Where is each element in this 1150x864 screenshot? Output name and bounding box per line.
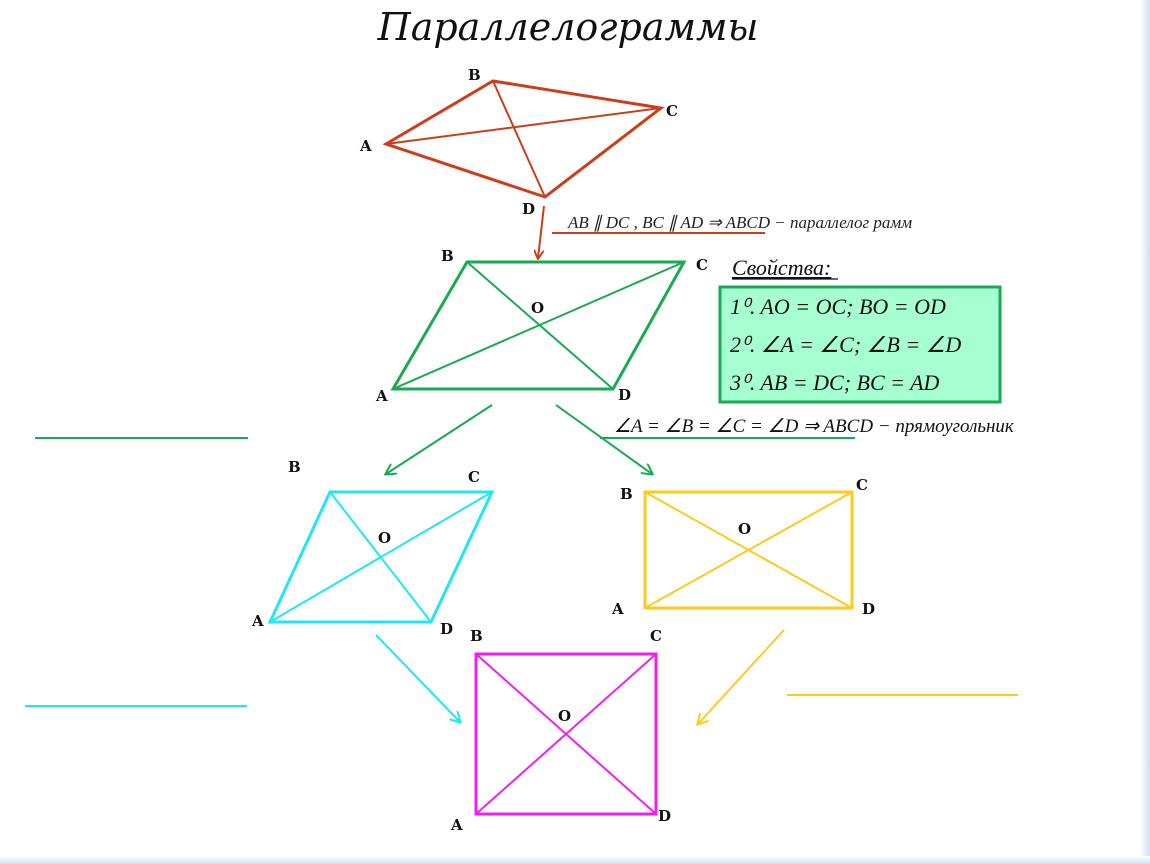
rhombus-diagonal-bd	[329, 491, 432, 623]
property-3: 3⁰. AB = DC; BC = AD	[729, 370, 940, 395]
square-label-c: C	[650, 627, 662, 645]
rhombus-label-a: A	[251, 612, 264, 630]
parallelogram-label-d: D	[618, 386, 631, 404]
parallelogram-figure: A B C D O	[375, 247, 708, 405]
properties-panel: Свойства: 1⁰. AO = OC; BO = OD 2⁰. ∠A = …	[718, 255, 1002, 404]
parallelogram-label-o: O	[531, 299, 544, 317]
rhombus-figure: A B C D O	[251, 458, 495, 638]
properties-title: Свойства:	[732, 255, 831, 280]
rhombus-label-b: B	[288, 458, 301, 476]
square-figure: A B C D O	[450, 627, 671, 834]
parallelogram-label-b: B	[441, 247, 454, 265]
rectangle-label-a: A	[611, 600, 624, 618]
rectangle-label-d: D	[862, 600, 875, 618]
quad-label-b: B	[468, 66, 481, 84]
arrow-parallelogram-to-rhombus	[386, 404, 493, 474]
arrow-rhombus-to-square	[375, 634, 460, 722]
quadrilateral-diagonal-bd	[492, 80, 546, 198]
rhombus-label-c: C	[468, 468, 480, 486]
quadrilateral-figure: A B C D	[359, 66, 678, 218]
rectangle-definition: ∠A = ∠B = ∠C = ∠D ⇒ ABCD − прямоугольник	[614, 416, 1015, 437]
property-1: 1⁰. AO = OC; BO = OD	[730, 294, 946, 319]
parallelogram-label-a: A	[375, 387, 388, 405]
arrow-rectangle-to-square	[698, 629, 785, 724]
square-label-b: B	[470, 627, 483, 645]
property-2: 2⁰. ∠A = ∠C; ∠B = ∠D	[730, 332, 961, 357]
slide-frame-right	[1140, 0, 1150, 864]
parallelogram-definition: AB ∥ DC , BC ∥ AD ⇒ ABCD − параллелог ра…	[567, 213, 912, 232]
rectangle-label-b: B	[620, 485, 633, 503]
rhombus-label-d: D	[440, 620, 453, 638]
rectangle-figure: A B C D O	[611, 476, 875, 618]
quad-label-a: A	[359, 137, 372, 155]
quad-label-c: C	[666, 102, 678, 120]
rectangle-label-o: O	[738, 520, 751, 538]
rectangle-outline	[643, 490, 854, 610]
quad-label-d: D	[522, 200, 535, 218]
arrow-quad-to-parallelogram	[538, 205, 545, 258]
slide-title: Параллелограммы	[377, 5, 759, 49]
square-label-o: O	[558, 707, 571, 725]
square-diagonal-bd	[475, 653, 657, 815]
arrow-parallelogram-to-rectangle	[555, 404, 652, 474]
rhombus-label-o: O	[378, 529, 391, 547]
parallelogram-label-c: C	[696, 256, 708, 274]
parallelogram-diagonal-bd	[466, 261, 614, 390]
square-label-d: D	[658, 807, 671, 825]
properties-box	[718, 285, 1002, 404]
slide-frame-bottom	[0, 856, 1150, 864]
quadrilateral-diagonal-ac	[385, 107, 662, 145]
square-label-a: A	[450, 816, 463, 834]
rectangle-diagonal-bd	[644, 491, 853, 609]
square-outline	[474, 652, 658, 816]
rectangle-label-c: C	[856, 476, 868, 494]
